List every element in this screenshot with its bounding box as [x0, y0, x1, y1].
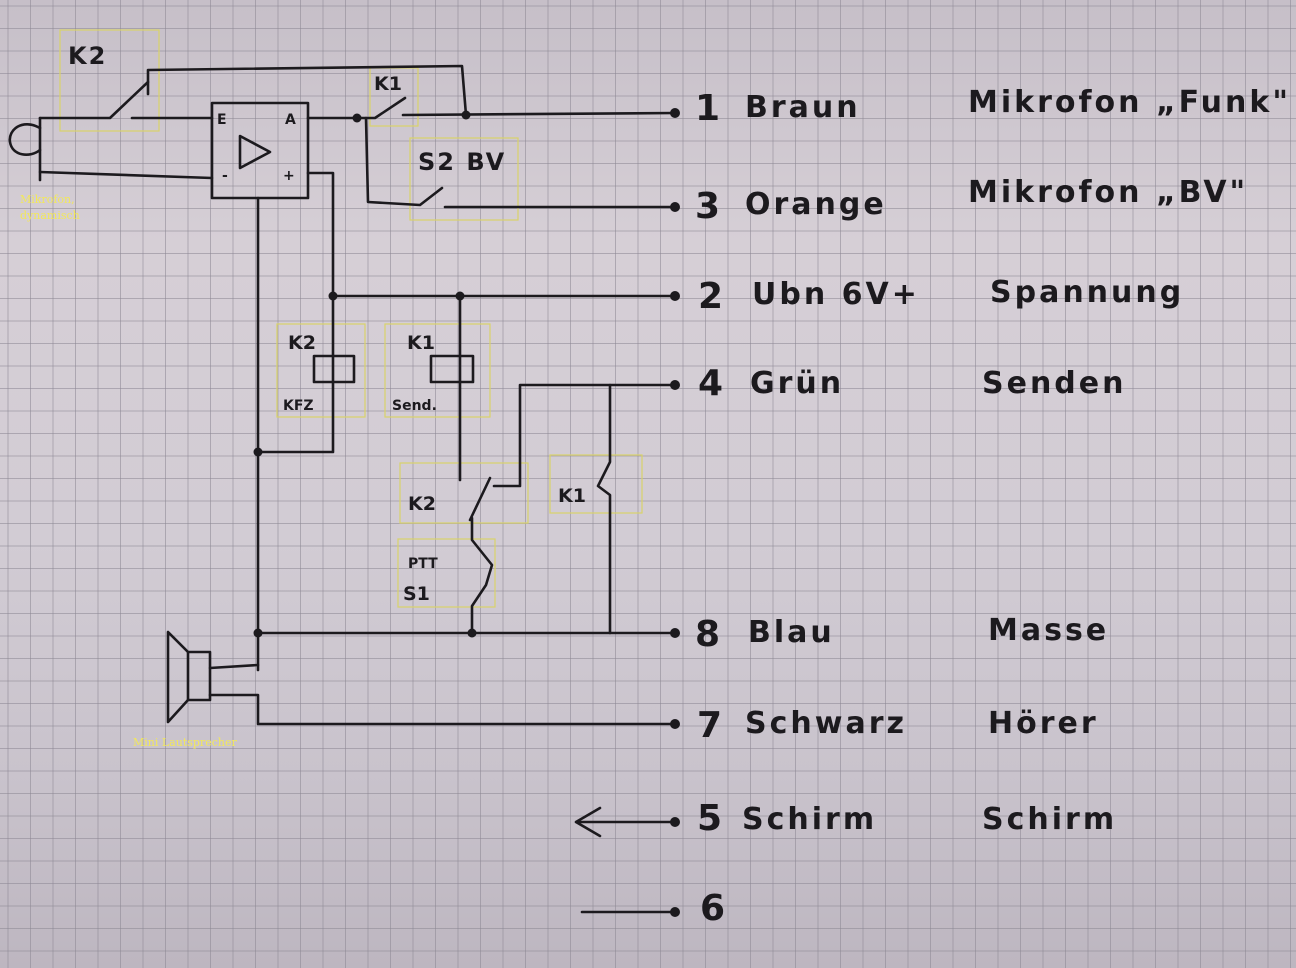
pin-assignment-list: 1 Braun Mikrofon „Funk" 3 Orange Mikrofo…: [695, 85, 1291, 929]
pin-row: 2 Ubn 6V+ Spannung: [698, 275, 1184, 317]
pin-wire-color: Schwarz: [745, 706, 907, 741]
pin-wire-color: Blau: [748, 615, 835, 650]
pin-row: 8 Blau Masse: [695, 613, 1109, 655]
pin-number: 4: [698, 363, 723, 404]
component-labels: K2 K1 S2 BV E A - + K2 KFZ K1 Send. K2 K…: [68, 42, 586, 605]
pin-function: Mikrofon „BV": [968, 175, 1248, 210]
pin-number: 5: [697, 798, 722, 839]
pin-function: Hörer: [988, 706, 1099, 741]
pin-function: Mikrofon „Funk": [968, 85, 1291, 120]
pin-number: 1: [695, 88, 720, 129]
speaker-label: Mini Lautsprecher: [133, 736, 237, 749]
pin-number: 6: [700, 888, 725, 929]
component-highlight-boxes: [59, 29, 643, 608]
k2-top-switch-label: K2: [68, 42, 107, 70]
pin-wire-color: Orange: [745, 187, 887, 222]
k2-coil-sub-label: KFZ: [283, 398, 314, 414]
s2-switch-label: S2 BV: [418, 148, 506, 176]
pin-row: 7 Schwarz Hörer: [697, 705, 1099, 746]
pin-row: 5 Schirm Schirm: [697, 798, 1117, 839]
pin-function: Schirm: [982, 802, 1117, 837]
pin-number: 7: [697, 705, 722, 746]
pin-number: 3: [695, 186, 720, 227]
junction-dots: [253, 108, 680, 917]
pin-row: 4 Grün Senden: [698, 363, 1127, 404]
mic-label-line1: Mikrofon,: [20, 193, 75, 206]
pin-number: 2: [698, 276, 723, 317]
pin-wire-color: Braun: [745, 90, 861, 125]
pin-row: 1 Braun Mikrofon „Funk": [695, 85, 1291, 129]
pin-row: 6: [700, 888, 725, 929]
amp-input-label: E: [217, 112, 227, 128]
annotation-notes: Mikrofon, dynamisch Mini Lautsprecher: [20, 193, 237, 749]
amp-plus-label: +: [283, 168, 295, 184]
pin-number: 8: [695, 614, 720, 655]
k1-top-switch-label: K1: [374, 73, 402, 95]
s1-label: S1: [403, 583, 430, 605]
pin-function: Masse: [988, 613, 1109, 648]
amp-minus-label: -: [222, 168, 228, 184]
k2-coil-label: K2: [288, 332, 316, 354]
pin-wire-color: Ubn 6V+: [752, 277, 920, 312]
k2-contact-label: K2: [408, 493, 436, 515]
pin-row: 3 Orange Mikrofon „BV": [695, 175, 1248, 227]
k1-contact-label: K1: [558, 485, 586, 507]
k1-coil-label: K1: [407, 332, 435, 354]
pin-wire-color: Schirm: [742, 802, 877, 837]
k1-coil-sub-label: Send.: [392, 398, 437, 414]
amp-output-label: A: [285, 112, 296, 128]
mic-label-line2: dynamisch: [20, 209, 80, 222]
pin-wire-color: Grün: [750, 366, 844, 401]
ptt-label: PTT: [408, 556, 438, 572]
pin-function: Spannung: [990, 275, 1184, 310]
circuit-wiring: [8, 64, 677, 914]
pin-function: Senden: [982, 366, 1127, 401]
